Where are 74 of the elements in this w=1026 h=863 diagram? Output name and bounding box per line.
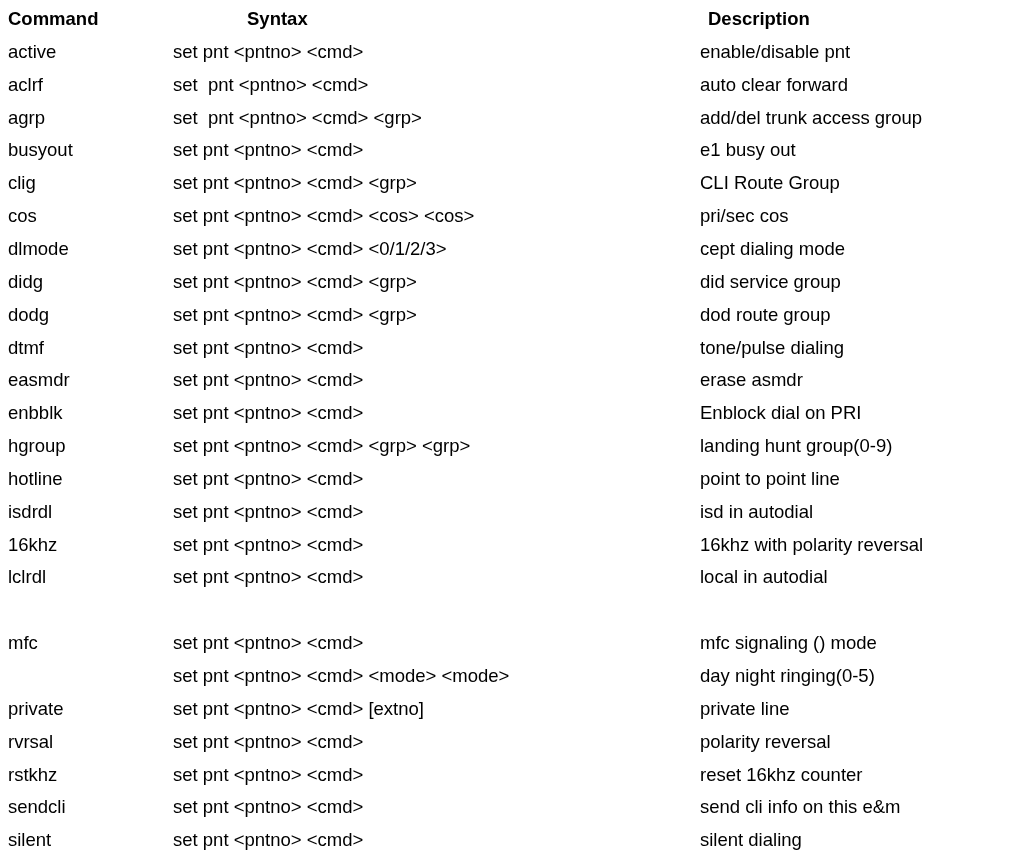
command-name: dodg	[8, 303, 50, 326]
command-syntax: set pnt <pntno> <cmd>	[173, 763, 364, 786]
command-name: silent	[8, 829, 52, 852]
command-syntax: set pnt <pntno> <cmd>	[173, 467, 364, 490]
column-header: Syntax	[247, 8, 308, 30]
command-description: polarity reversal	[700, 730, 831, 753]
command-syntax: set pnt <pntno> <cmd>	[173, 40, 364, 63]
command-description: 16khz with polarity reversal	[700, 533, 924, 556]
command-description: reset 16khz counter	[700, 763, 863, 786]
command-name: lclrdl	[8, 566, 47, 589]
command-syntax: set pnt <pntno> <cmd> <grp>	[173, 172, 417, 195]
command-name: mfc	[8, 632, 38, 655]
command-name: private	[8, 697, 64, 720]
command-syntax: set pnt <pntno> <cmd> <0/1/2/3>	[173, 237, 447, 260]
command-syntax: set pnt <pntno> <cmd> <grp>	[173, 270, 417, 293]
command-description: send cli info on this e&m	[700, 796, 901, 819]
command-syntax: set pnt <pntno> <cmd>	[173, 533, 364, 556]
command-syntax: set pnt <pntno> <cmd>	[173, 336, 364, 359]
command-name: isdrdl	[8, 500, 53, 523]
command-description: dod route group	[700, 303, 831, 326]
command-name: easmdr	[8, 369, 70, 392]
command-syntax: set pnt <pntno> <cmd> <cos> <cos>	[173, 205, 475, 228]
command-name: hotline	[8, 467, 63, 490]
command-syntax: set pnt <pntno> <cmd> <grp> <grp>	[173, 435, 471, 458]
command-syntax: set pnt <pntno> <cmd>	[173, 369, 364, 392]
command-syntax: set pnt <pntno> <cmd>	[173, 73, 369, 96]
command-name: 16khz	[8, 533, 58, 556]
command-syntax: set pnt <pntno> <cmd> [extno]	[173, 697, 424, 720]
command-description: mfc signaling () mode	[700, 632, 877, 655]
command-description: did service group	[700, 270, 841, 293]
column-header: Description	[708, 8, 810, 30]
command-name: cos	[8, 205, 37, 228]
command-syntax: set pnt <pntno> <cmd>	[173, 632, 364, 655]
command-description: pri/sec cos	[700, 205, 789, 228]
command-description: add/del trunk access group	[700, 106, 923, 129]
command-syntax: set pnt <pntno> <cmd>	[173, 829, 364, 852]
command-name: didg	[8, 270, 43, 293]
command-description: silent dialing	[700, 829, 802, 852]
command-syntax: set pnt <pntno> <cmd> <mode> <mode>	[173, 665, 510, 687]
command-description: cept dialing mode	[700, 237, 845, 260]
command-description: CLI Route Group	[700, 172, 840, 195]
command-description: landing hunt group(0-9)	[700, 435, 893, 458]
command-name: rvrsal	[8, 730, 54, 753]
command-description: auto clear forward	[700, 73, 849, 96]
command-name: dlmode	[8, 237, 69, 260]
command-syntax: set pnt <pntno> <cmd> <grp>	[173, 303, 417, 326]
command-name: dtmf	[8, 336, 44, 359]
command-description: local in autodial	[700, 566, 828, 589]
command-name: aclrf	[8, 73, 43, 96]
command-syntax: set pnt <pntno> <cmd> <grp>	[173, 106, 422, 129]
command-description: isd in autodial	[700, 500, 814, 523]
command-description: Enblock dial on PRI	[700, 402, 862, 425]
command-syntax: set pnt <pntno> <cmd>	[173, 796, 364, 819]
command-syntax: set pnt <pntno> <cmd>	[173, 139, 364, 162]
command-description: e1 busy out	[700, 139, 796, 162]
command-name: enbblk	[8, 402, 63, 425]
command-description: tone/pulse dialing	[700, 336, 844, 359]
command-description: enable/disable pnt	[700, 40, 851, 63]
command-name: busyout	[8, 139, 73, 162]
command-name: rstkhz	[8, 763, 58, 786]
command-name: sendcli	[8, 796, 66, 819]
command-name: active	[8, 40, 57, 63]
command-description: private line	[700, 697, 790, 720]
command-syntax: set pnt <pntno> <cmd>	[173, 500, 364, 523]
command-description: point to point line	[700, 467, 840, 490]
command-name: hgroup	[8, 435, 66, 458]
command-syntax: set pnt <pntno> <cmd>	[173, 402, 364, 425]
command-description: erase asmdr	[700, 369, 803, 392]
column-header: Command	[8, 8, 99, 30]
command-name: clig	[8, 172, 36, 195]
command-description: day night ringing(0-5)	[700, 665, 875, 687]
command-syntax: set pnt <pntno> <cmd>	[173, 730, 364, 753]
command-syntax: set pnt <pntno> <cmd>	[173, 566, 364, 589]
command-name: agrp	[8, 106, 46, 129]
